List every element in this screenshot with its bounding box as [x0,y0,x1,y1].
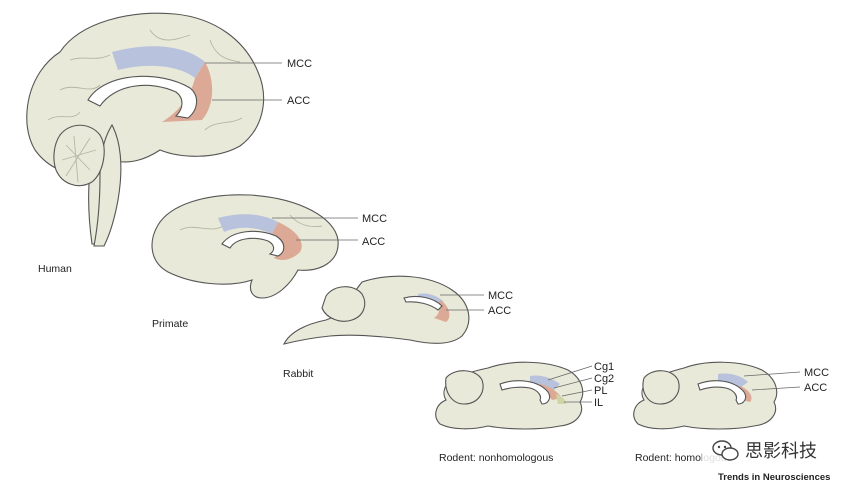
rodent-nh-corpus-callosum [499,380,551,405]
rabbit-brain: MCC ACC Rabbit [282,275,513,380]
primate-mcc-label: MCC [362,213,387,225]
rodent-nh-caption: Rodent: nonhomologous [439,452,553,464]
primate-mcc-region [218,214,278,234]
journal-credit: Trends in Neurosciences [718,472,830,483]
human-caption: Human [38,263,72,275]
rodent-nh-il-label: IL [594,397,603,409]
rodent-nh-cerebellum [445,370,484,405]
human-acc-label: ACC [287,95,310,107]
rodent-homologous-brain: MCC ACC Rodent: homologous [633,361,829,464]
primate-brain: MCC ACC Primate [151,194,387,330]
human-corpus-callosum [87,75,198,119]
human-acc-region [162,62,213,122]
rabbit-corpus-callosum [403,295,443,311]
rabbit-cortex [282,275,470,345]
human-sulci [47,29,243,131]
rabbit-caption: Rabbit [283,368,313,380]
rodent-h-mcc-region [718,373,748,388]
primate-cortex [151,194,339,299]
rodent-nh-pl-label: PL [594,385,607,397]
human-mcc-region [112,46,205,78]
primate-corpus-callosum [221,230,285,257]
rodent-h-corpus-callosum [697,380,747,405]
rabbit-acc-region [434,300,450,322]
human-mcc-label: MCC [287,58,312,70]
rodent-h-cerebellum [642,370,680,405]
primate-acc-label: ACC [362,236,385,248]
rabbit-cerebellum [321,286,366,322]
rodent-nh-cg1-label: Cg1 [594,361,614,373]
wechat-icon [712,440,739,461]
rabbit-mcc-label: MCC [488,290,513,302]
watermark: 思影科技 [702,436,852,464]
primate-caption: Primate [152,318,188,330]
rodent-h-acc-label: ACC [804,382,827,394]
rodent-nonhomologous-brain: Cg1 Cg2 PL IL Rodent: nonhomologous [435,361,614,464]
rodent-h-mcc-label: MCC [804,367,829,379]
human-brain: MCC ACC Human [26,12,312,275]
rodent-nh-cg1-region [530,375,560,390]
rabbit-acc-label: ACC [488,305,511,317]
rodent-nh-pl-region [556,394,566,404]
watermark-text: 思影科技 [745,441,817,462]
rodent-nh-cg2-label: Cg2 [594,373,614,385]
